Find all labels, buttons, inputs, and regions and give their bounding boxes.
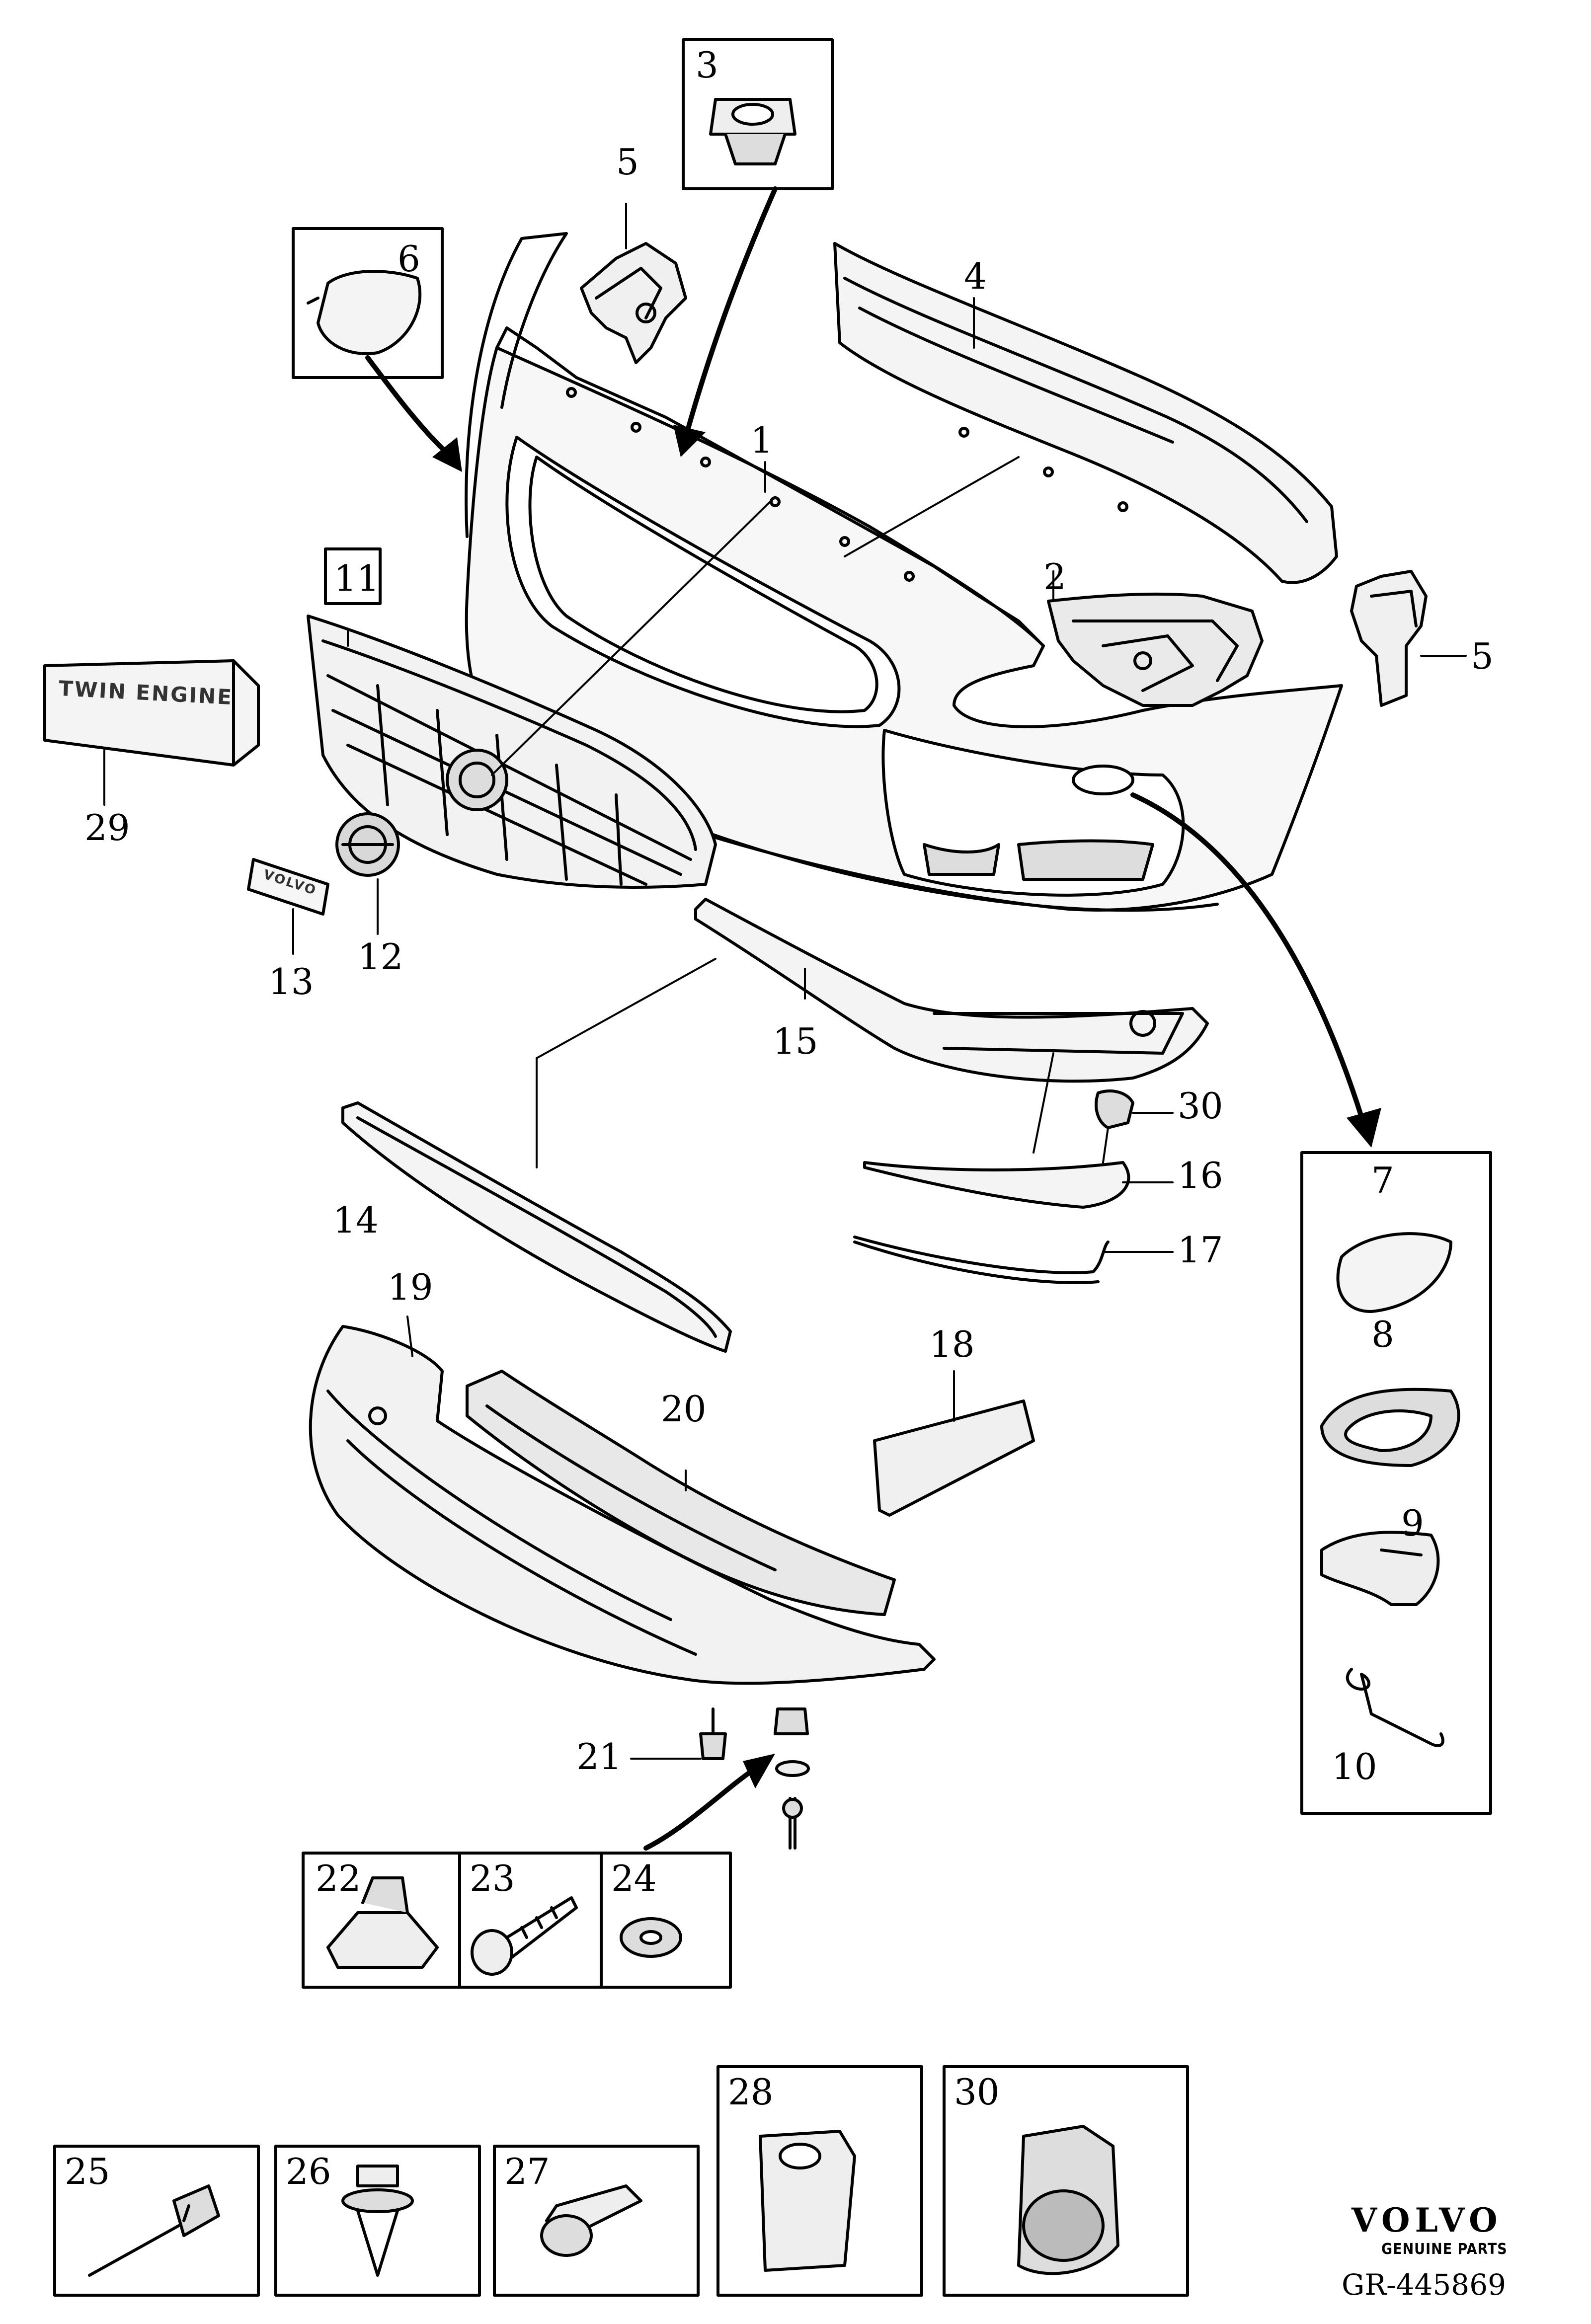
- brand-logo: VOLVO: [1352, 2201, 1503, 2240]
- brand-subtitle: GENUINE PARTS: [1381, 2241, 1508, 2258]
- part-14-lower-strip: [341, 1101, 732, 1353]
- callout-2: 2: [1043, 556, 1066, 598]
- callout-8: 8: [1371, 1314, 1394, 1355]
- callout-3: 3: [696, 44, 718, 86]
- part-13-volvo-badge: [247, 858, 329, 916]
- callout-17: 17: [1178, 1229, 1223, 1271]
- box-22-clip: [326, 1876, 439, 1969]
- box-25-rivet: [88, 2184, 220, 2277]
- arrowheads: [432, 425, 1381, 1788]
- part-15-lower-trim: [694, 898, 1209, 1083]
- callout-boxes: [53, 38, 1492, 2297]
- fastener-stack: [774, 1707, 810, 1850]
- part-20-splash-shield: [466, 1370, 896, 1616]
- part-30-clip: [1095, 1089, 1134, 1129]
- callout-14: 14: [333, 1199, 379, 1241]
- box-24-washer: [620, 1917, 682, 1958]
- box-26-push-pin: [341, 2165, 414, 2277]
- callout-29: 29: [84, 807, 130, 849]
- callout-30: 30: [1178, 1085, 1223, 1127]
- callout-5-upper: 5: [616, 141, 639, 183]
- leader-lines: [103, 203, 1467, 1760]
- box-30-sensor-holder: [1017, 2125, 1119, 2275]
- callout-30-box: 30: [954, 2071, 1000, 2113]
- part-11-grille: [307, 615, 717, 889]
- part-29-twin-engine-emblem: [43, 659, 260, 767]
- callout-4: 4: [964, 255, 987, 297]
- part-16-trim: [863, 1161, 1130, 1209]
- part-5-upper-bracket: [580, 242, 687, 364]
- callout-11: 11: [334, 557, 380, 599]
- part-12-emblem: [335, 812, 400, 877]
- box-23-screw: [471, 1896, 578, 1976]
- part-17-strip: [853, 1236, 1110, 1284]
- box-3-clip-nut: [709, 98, 796, 165]
- callout-6: 6: [398, 238, 420, 280]
- callout-16: 16: [1178, 1155, 1223, 1196]
- callout-15: 15: [773, 1020, 818, 1062]
- diagram-code: GR-445869: [1342, 2268, 1507, 2302]
- part-18-plate: [873, 1399, 1035, 1517]
- part-19-splash-shield: [309, 1325, 936, 1685]
- callout-27: 27: [504, 2151, 550, 2192]
- callout-10: 10: [1332, 1746, 1377, 1787]
- part-2-bracket: [1047, 592, 1264, 707]
- box-7-cover: [1336, 1232, 1452, 1313]
- callout-21: 21: [576, 1736, 622, 1778]
- callout-23: 23: [470, 1858, 515, 1899]
- part-21-clip: [699, 1707, 727, 1760]
- callout-22: 22: [316, 1858, 361, 1899]
- callout-5-right: 5: [1471, 635, 1494, 677]
- box-8-frame: [1320, 1388, 1460, 1467]
- part-1-bumper-cover: [465, 232, 1343, 912]
- callout-28: 28: [728, 2071, 774, 2113]
- box-27-bolt: [540, 2184, 642, 2257]
- part-5-right-bracket: [1350, 570, 1428, 707]
- callout-19: 19: [388, 1266, 433, 1308]
- callout-12: 12: [358, 936, 403, 978]
- box-28-clip: [759, 2130, 856, 2272]
- box-9-bracket: [1320, 1531, 1440, 1606]
- callout-25: 25: [65, 2151, 110, 2192]
- callout-26: 26: [286, 2151, 331, 2192]
- callout-18: 18: [929, 1323, 975, 1365]
- callout-13: 13: [268, 961, 314, 1003]
- callout-9: 9: [1401, 1502, 1424, 1544]
- callout-20: 20: [661, 1388, 707, 1430]
- callout-7: 7: [1371, 1160, 1394, 1201]
- part-4-bumper-reinforcement: [833, 242, 1338, 584]
- callout-1: 1: [750, 419, 773, 461]
- box-6-cover: [307, 270, 422, 355]
- callout-24: 24: [611, 1858, 657, 1899]
- box-10-spring: [1346, 1668, 1444, 1747]
